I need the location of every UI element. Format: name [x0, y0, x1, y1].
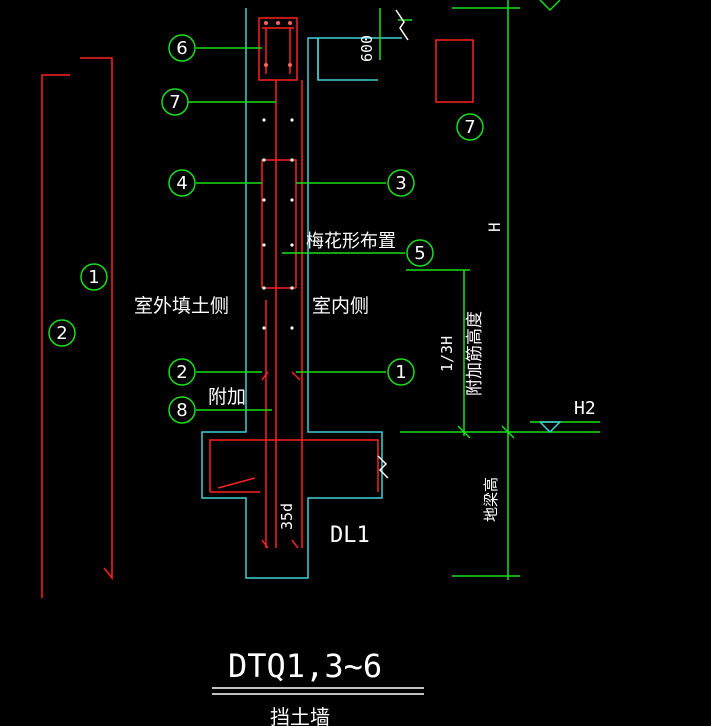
callout-1-mid: 1 [387, 358, 415, 386]
label-inner-side: 室内侧 [312, 295, 369, 317]
svg-text:2: 2 [176, 362, 187, 383]
svg-text:2: 2 [56, 323, 67, 344]
callout-4: 4 [168, 169, 196, 197]
drawing-title: DTQ1,3~6 [228, 647, 382, 685]
callout-6: 6 [168, 34, 196, 62]
callout-7-left: 7 [161, 88, 189, 116]
svg-text:5: 5 [414, 243, 425, 264]
callout-3: 3 [387, 169, 415, 197]
callout-5: 5 [406, 239, 434, 267]
label-dl1: DL1 [330, 523, 370, 548]
svg-text:3: 3 [395, 173, 406, 194]
callout-2-left: 2 [48, 319, 76, 347]
svg-text:7: 7 [464, 117, 475, 138]
break-line-top [395, 9, 409, 41]
wall-outline [201, 8, 402, 579]
label-one-third-h: 1/3H [438, 336, 456, 372]
svg-text:1: 1 [88, 267, 99, 288]
rebar-7-symbol [435, 39, 474, 103]
drawing-subtitle: 挡土墙 [270, 705, 330, 726]
svg-text:4: 4 [176, 173, 187, 194]
leader-lines [188, 47, 405, 411]
svg-text:1: 1 [395, 362, 406, 383]
rebar-cage [209, 17, 379, 549]
label-h: H [485, 222, 504, 232]
elevation-marker-h2 [539, 421, 562, 434]
rebar-dots [262, 21, 294, 330]
label-outer-soil-side: 室外填土侧 [134, 295, 229, 317]
callout-2-mid: 2 [168, 358, 196, 386]
callout-7-right: 7 [456, 113, 484, 141]
callout-1-left: 1 [80, 263, 108, 291]
break-line-base [377, 455, 389, 479]
label-plum-layout: 梅花形布置 [306, 231, 396, 252]
legend-bar-1 [41, 74, 70, 598]
callout-8: 8 [168, 396, 196, 424]
label-dim-600: 600 [358, 35, 376, 62]
label-additional: 附加 [208, 386, 246, 408]
legend-bar-2 [80, 57, 113, 581]
label-dim-35d: 35d [278, 503, 296, 530]
svg-text:8: 8 [176, 400, 187, 421]
svg-text:7: 7 [169, 92, 180, 113]
label-beam-height: 地梁高 [482, 477, 500, 522]
label-h2: H2 [574, 398, 596, 419]
dimension-lines [379, 0, 600, 580]
elevation-marker-top [539, 0, 561, 12]
svg-text:6: 6 [176, 38, 187, 59]
label-additional-bar-length: 附加筋高度 [465, 311, 485, 396]
